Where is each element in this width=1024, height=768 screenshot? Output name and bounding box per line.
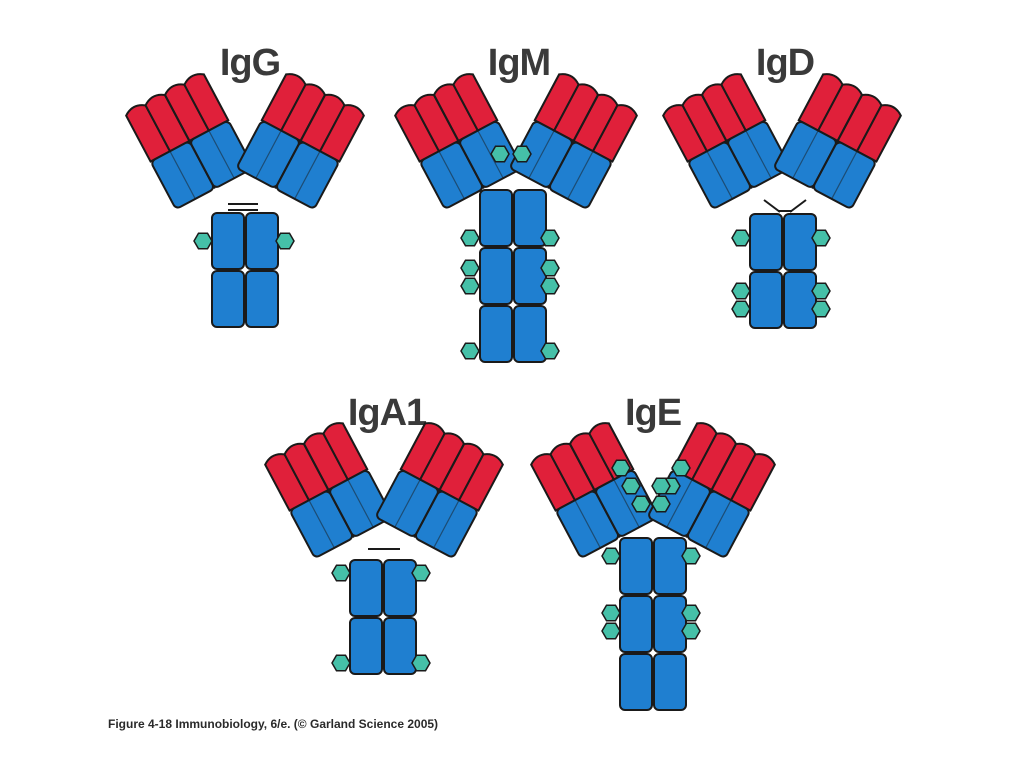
ige-label: IgE: [625, 392, 681, 434]
igd-label: IgD: [756, 42, 814, 84]
igm-fc: [479, 189, 547, 363]
igg-fc: [211, 212, 279, 328]
iga1-fc: [349, 559, 417, 675]
igd-fc: [749, 213, 817, 329]
iga1-left-arm: [262, 418, 394, 560]
ige-fc: [619, 537, 687, 711]
igg-label: IgG: [220, 42, 280, 84]
igm-antibody: IgM: [392, 42, 640, 363]
igm-left-arm: [392, 69, 524, 211]
iga1-right-arm: [374, 418, 506, 560]
igd-left-arm: [660, 69, 792, 211]
igg-right-arm: [235, 69, 367, 211]
iga1-antibody: IgA1: [262, 392, 506, 675]
igd-antibody: IgD: [660, 42, 904, 329]
figure-caption: Figure 4-18 Immunobiology, 6/e. (© Garla…: [108, 717, 439, 731]
ige-antibody: IgE: [528, 392, 778, 711]
iga1-label: IgA1: [348, 392, 427, 434]
igm-label: IgM: [488, 42, 550, 84]
igg-antibody: IgG: [123, 42, 367, 328]
igm-right-arm: [508, 69, 640, 211]
igg-left-arm: [123, 69, 255, 211]
igd-right-arm: [772, 69, 904, 211]
